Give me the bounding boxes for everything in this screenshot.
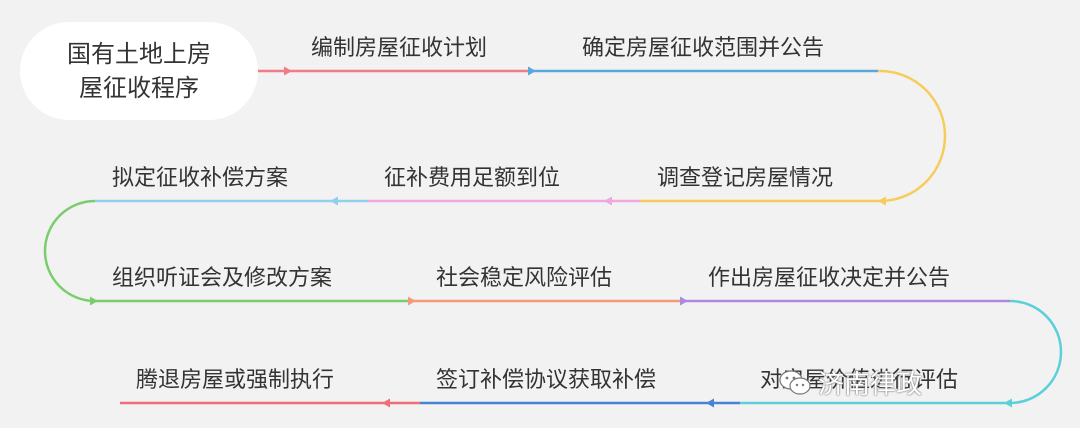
step-6: 组织听证会及修改方案 [112,266,333,291]
arrowhead [284,66,292,76]
watermark: 济南律政 [778,364,922,401]
start-node-line-2: 屋征收程序 [79,74,199,102]
start-node-line-1: 国有土地上房 [67,40,211,68]
arrowhead [90,296,98,306]
arrowhead [408,296,416,306]
arrowheads [90,66,1012,408]
arrowhead [604,196,612,206]
arrowhead [330,196,338,206]
arrowhead [878,196,886,206]
step-10: 签订补偿协议获取补偿 [436,368,657,393]
step-2: 确定房屋征收范围并公告 [582,36,825,61]
step-1: 编制房屋征收计划 [311,36,488,61]
arrowhead [680,296,688,306]
wechat-icon [779,369,811,395]
step-4: 征补费用足额到位 [384,166,561,191]
step-5: 拟定征收补偿方案 [112,166,289,191]
arrowhead [382,398,390,408]
connector-9 [740,299,1063,405]
arrowhead [528,66,536,76]
step-11: 腾退房屋或强制执行 [136,368,335,393]
start-node: 国有土地上房 屋征收程序 [20,22,258,120]
connector-3 [640,69,947,203]
connector-6 [43,199,408,303]
step-7: 社会稳定风险评估 [436,266,613,291]
arrowhead [1004,398,1012,408]
watermark-text: 济南律政 [818,370,923,400]
step-3: 调查登记房屋情况 [657,166,834,191]
step-8: 作出房屋征收决定并公告 [708,266,951,291]
arrowhead [706,398,714,408]
